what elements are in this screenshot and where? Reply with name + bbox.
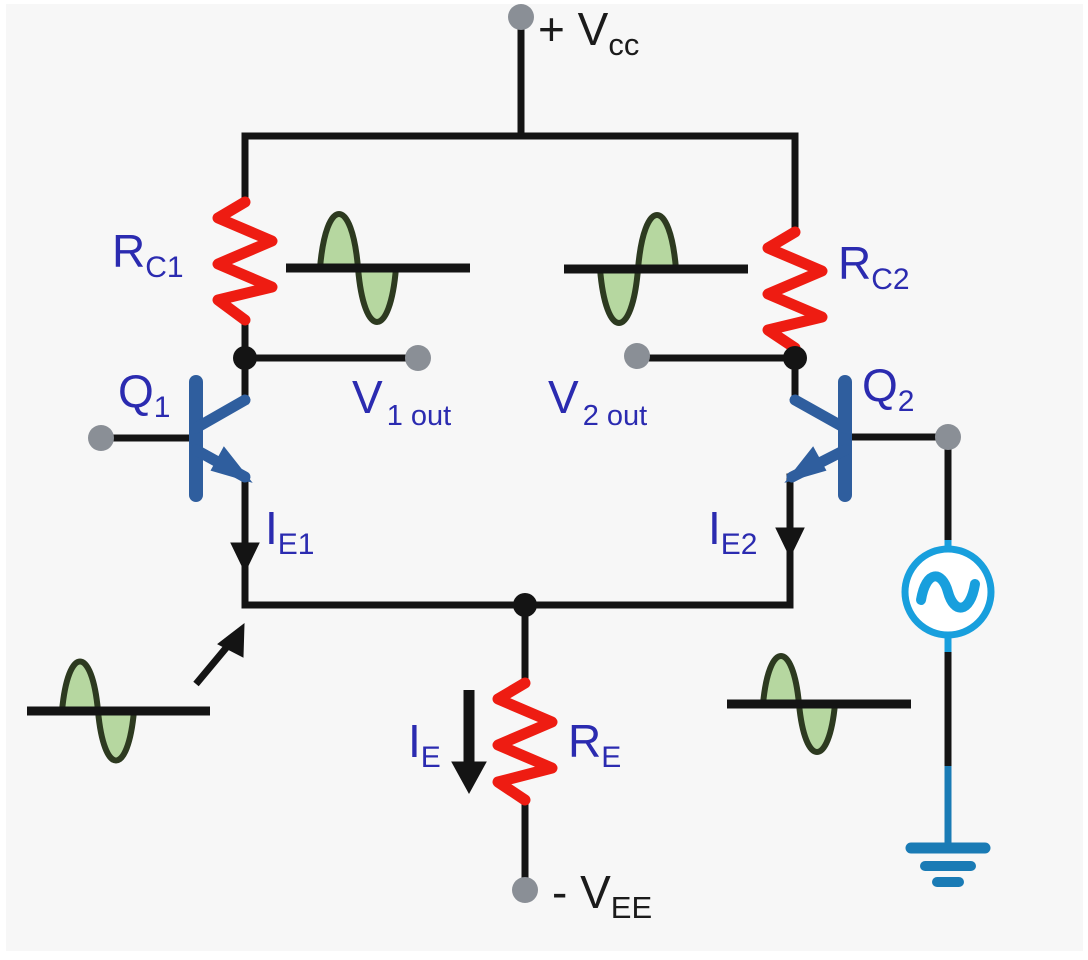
- resistor-rc1: [212, 196, 278, 326]
- ground-symbol: [905, 766, 991, 887]
- label-vee-sub: EE: [610, 890, 653, 925]
- resistor-rc2: [762, 226, 828, 354]
- label-rc1-main: R: [112, 225, 146, 277]
- label-ie1: IE1: [265, 502, 314, 560]
- transistor-q2: [784, 375, 852, 502]
- label-re-sub: E: [601, 741, 622, 774]
- label-q2: Q2: [862, 359, 914, 417]
- junction-dot-emitter-rail: [513, 593, 537, 617]
- label-ie2-sub: E2: [720, 528, 758, 561]
- terminal-dot-vcc[interactable]: [508, 4, 534, 30]
- label-q1-main: Q: [118, 365, 154, 417]
- waveform-input-left: [27, 658, 210, 764]
- label-vcc: + Vcc: [538, 3, 639, 60]
- junction-dots: [233, 346, 807, 617]
- label-rc2-sub: C2: [871, 263, 910, 296]
- q2-collector-lead: [789, 394, 851, 434]
- label-ie1-main: I: [265, 502, 278, 554]
- q1-emitter-arrowhead: [210, 446, 253, 483]
- input-pointer-arrow: [193, 622, 245, 687]
- q2-emitter-arrowhead: [784, 446, 827, 483]
- label-re-main: R: [568, 715, 602, 767]
- label-q2-sub: 2: [897, 385, 915, 418]
- current-arrows: [230, 527, 805, 795]
- label-ie2-main: I: [708, 502, 721, 554]
- label-q1-sub: 1: [153, 391, 171, 424]
- resistor-re: [492, 677, 558, 806]
- terminal-dot-q1-base[interactable]: [88, 425, 114, 451]
- label-vee: - VEE: [552, 866, 652, 923]
- label-ie: IE: [408, 715, 441, 773]
- label-vcc-sub: cc: [608, 27, 640, 62]
- waveform-rc1-output: [286, 211, 470, 325]
- label-rc1: RC1: [112, 225, 184, 283]
- label-q2-main: Q: [862, 359, 898, 411]
- label-ie-sub: E: [420, 741, 441, 774]
- current-arrow-ie-head: [451, 761, 487, 795]
- ac-source-sine-icon: [916, 571, 980, 613]
- transistor-q1: [189, 375, 253, 502]
- terminal-dot-v2out[interactable]: [624, 343, 650, 369]
- terminal-dot-v1out[interactable]: [405, 345, 431, 371]
- label-ie2: IE2: [708, 502, 757, 560]
- pointer-arrow-head: [217, 622, 245, 658]
- junction-dot-q2-collector: [783, 346, 807, 370]
- terminal-dot-vee[interactable]: [512, 877, 538, 903]
- label-ie-main: I: [408, 715, 421, 767]
- label-vee-main: - V: [552, 866, 611, 918]
- terminal-dots[interactable]: [88, 4, 961, 903]
- terminal-dot-q2-base[interactable]: [935, 424, 961, 450]
- waveform-input-right: [727, 653, 911, 755]
- label-rc2: RC2: [838, 237, 910, 295]
- current-arrow-ie1: [230, 542, 260, 574]
- label-v2out-main: V: [548, 371, 579, 423]
- label-vcc-main: + V: [538, 3, 609, 55]
- junction-dot-q1-collector: [233, 346, 257, 370]
- waveform-rc2-output: [564, 212, 748, 326]
- label-ie1-sub: E1: [277, 528, 315, 561]
- label-rc1-sub: C1: [145, 251, 184, 284]
- q1-collector-lead: [190, 394, 251, 434]
- label-re: RE: [568, 715, 621, 773]
- ac-source[interactable]: [901, 540, 995, 652]
- label-rc2-main: R: [838, 237, 872, 289]
- label-v1out-main: V: [352, 371, 383, 423]
- label-v2out-sub: 2 out: [582, 400, 648, 432]
- current-arrow-ie2: [775, 527, 805, 559]
- label-v1out-sub: 1 out: [386, 400, 452, 432]
- label-q1: Q1: [118, 365, 170, 423]
